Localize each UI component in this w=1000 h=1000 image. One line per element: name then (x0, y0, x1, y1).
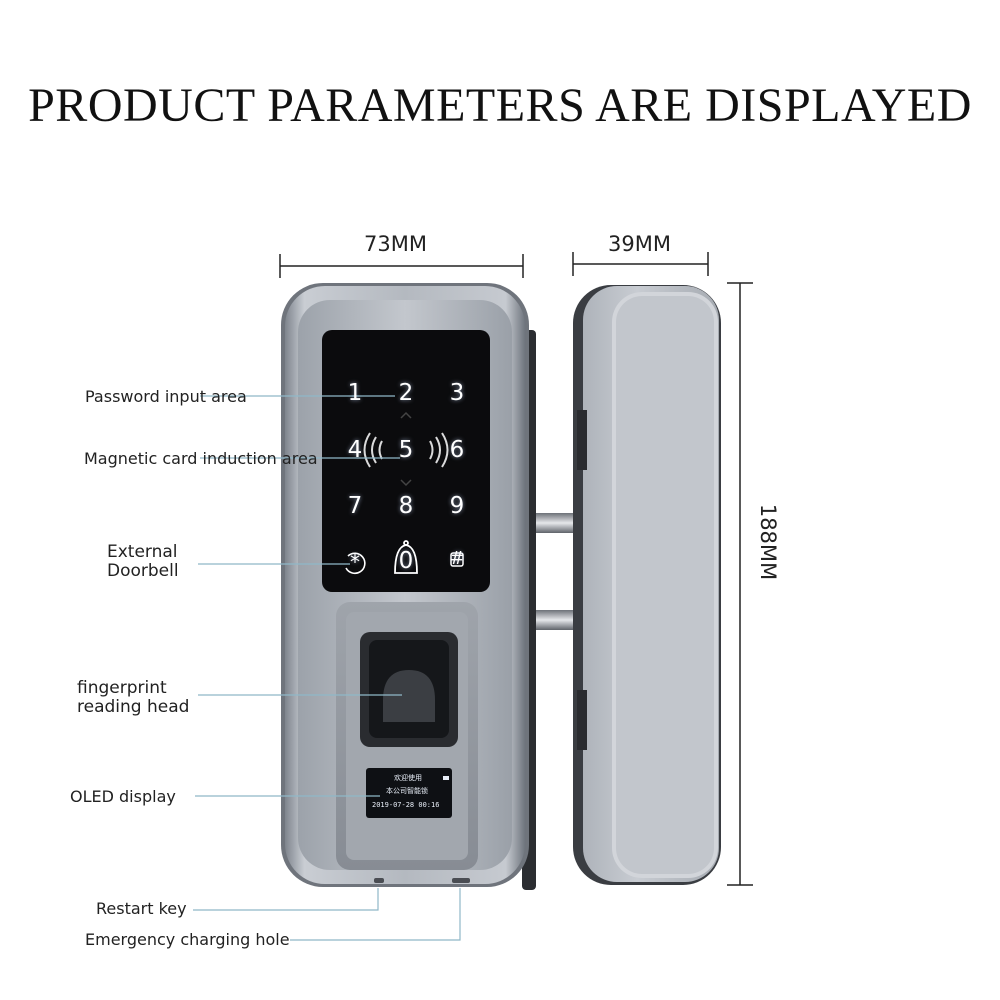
key-star[interactable]: * (350, 550, 360, 574)
oled-line-2: 本公司智能锁 (386, 787, 428, 795)
callout-external-doorbell-line2: Doorbell (107, 561, 179, 581)
callout-emergency-charging-hole: Emergency charging hole (85, 930, 290, 949)
callout-oled-display: OLED display (70, 787, 176, 806)
callout-restart-key: Restart key (96, 899, 187, 918)
key-1[interactable]: 1 (347, 380, 363, 406)
callout-password-input-area: Password input area (85, 387, 247, 406)
key-7[interactable]: 7 (347, 493, 363, 519)
callout-external-doorbell-line1: External (107, 542, 178, 562)
key-0[interactable]: 0 (398, 548, 414, 574)
key-hash[interactable]: # (449, 548, 465, 569)
oled-line-1: 欢迎使用 (394, 774, 422, 782)
bell-icon (394, 540, 418, 574)
callout-external-doorbell: External Doorbell (107, 543, 179, 581)
key-3[interactable]: 3 (449, 380, 465, 406)
callout-magnetic-card-area: Magnetic card induction area (84, 449, 318, 468)
dimension-width-side (572, 252, 709, 276)
dimension-width-front (279, 254, 524, 278)
side-unit (573, 285, 721, 885)
key-6[interactable]: 6 (449, 437, 465, 463)
key-2[interactable]: 2 (398, 380, 414, 406)
key-8[interactable]: 8 (398, 493, 414, 519)
page-title: PRODUCT PARAMETERS ARE DISPLAYED (28, 79, 972, 132)
key-9[interactable]: 9 (449, 493, 465, 519)
dimension-height (727, 282, 753, 886)
key-5[interactable]: 5 (398, 437, 414, 463)
oled-screen (366, 768, 452, 818)
dimension-height-label: 188MM (756, 503, 780, 581)
dimension-width-front-label: 73MM (364, 232, 427, 256)
oled-line-3: 2019-07-28 00:16 (372, 801, 440, 809)
key-4[interactable]: 4 (347, 437, 363, 463)
callout-fingerprint-line2: reading head (77, 697, 190, 717)
callout-fingerprint-line1: fingerprint (77, 678, 167, 698)
dimension-width-side-label: 39MM (608, 232, 671, 256)
back-arrow-icon (345, 552, 366, 575)
charging-hole (452, 878, 470, 883)
callout-fingerprint-reading-head: fingerprint reading head (77, 679, 189, 717)
restart-key (374, 878, 384, 883)
